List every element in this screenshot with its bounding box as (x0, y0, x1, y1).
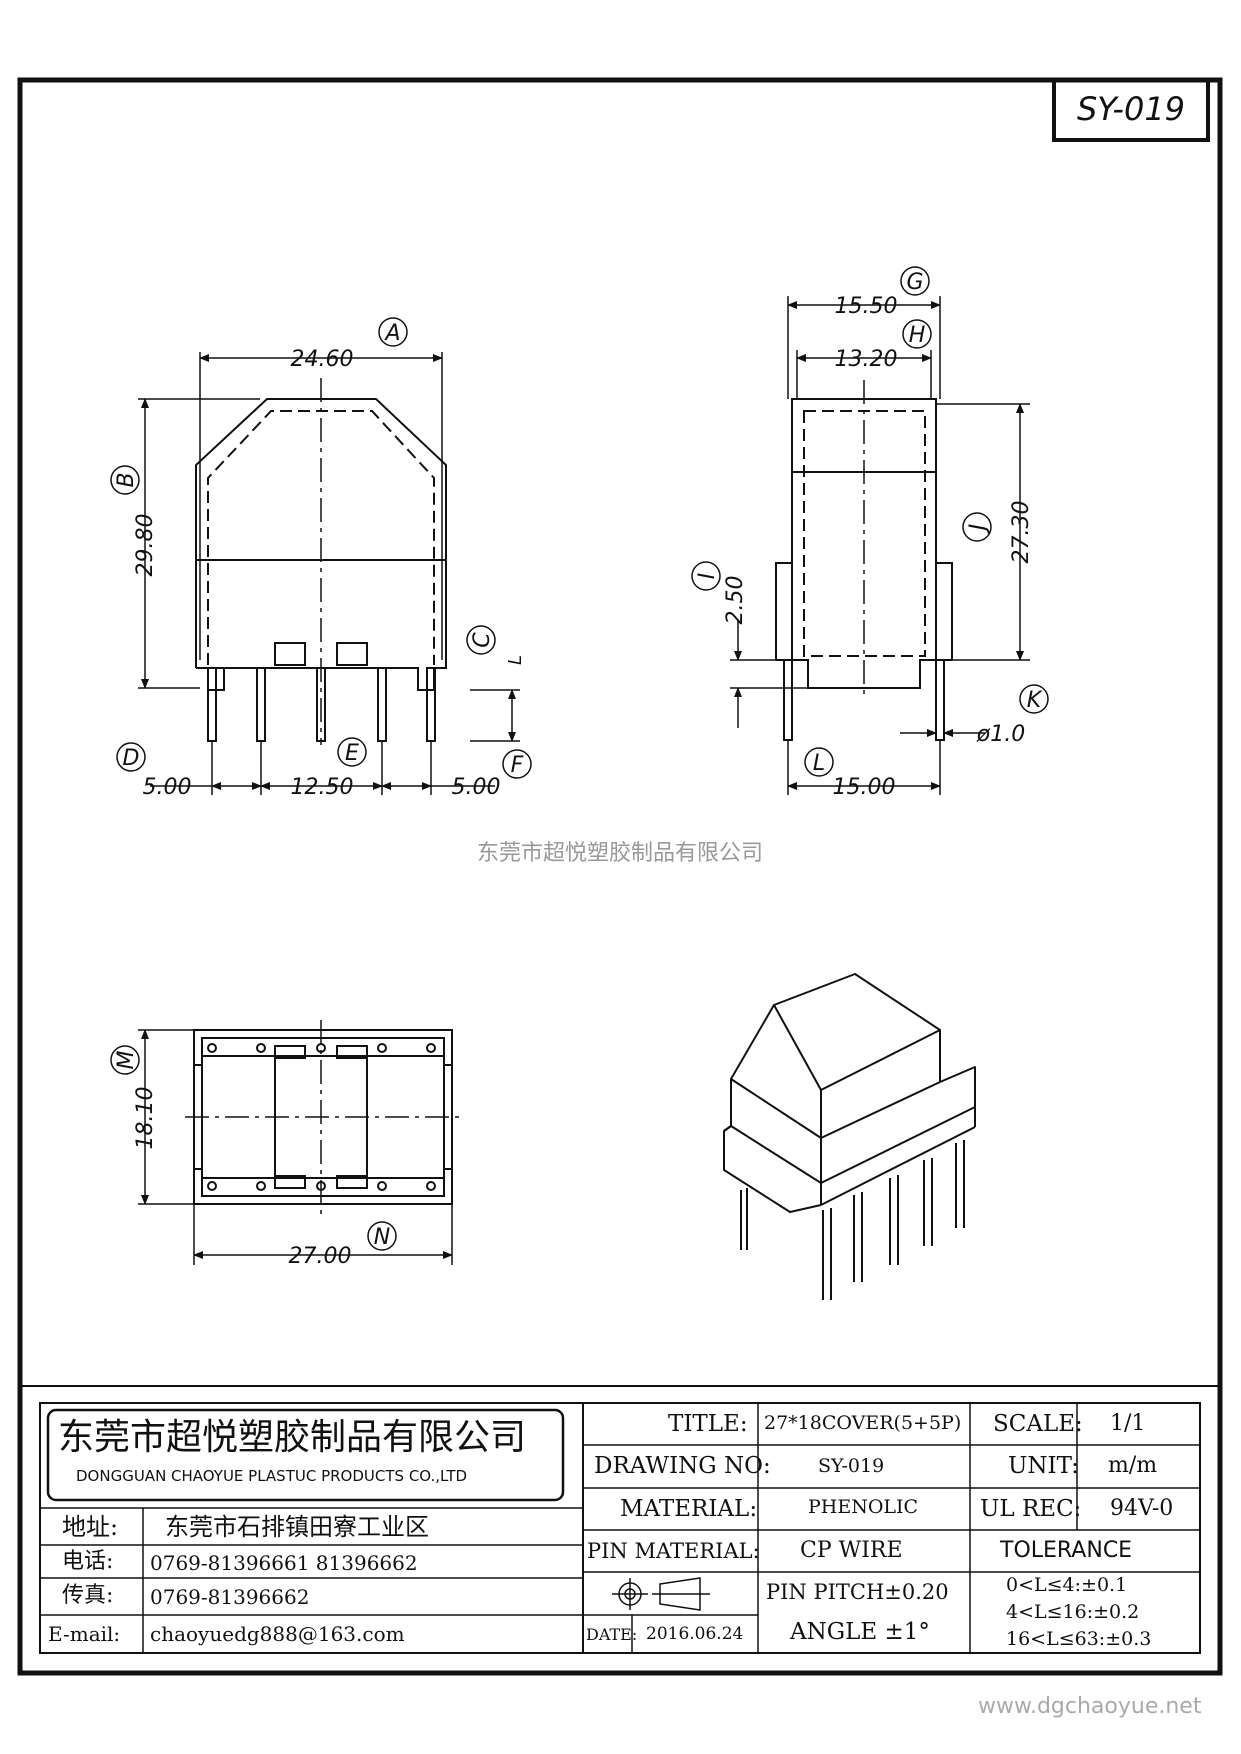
date-value: 2016.06.24 (646, 1624, 744, 1644)
top-view-dimensions (138, 1029, 453, 1265)
top-view-labels: M 18.10 N 27.00 (110, 1045, 397, 1269)
date-label: DATE: (586, 1625, 638, 1644)
svg-text:24.60: 24.60 (291, 347, 354, 372)
svg-text:13.20: 13.20 (835, 347, 898, 372)
svg-text:D: D (123, 746, 140, 771)
company-name-cn: 东莞市超悦塑胶制品有限公司 (58, 1417, 527, 1458)
front-view-labels: 24.60 A 29.80 B C L D 5.00 E 12.50 F 5.0… (110, 317, 532, 800)
svg-text:J: J (966, 524, 991, 535)
watermark: 东莞市超悦塑胶制品有限公司 (477, 841, 763, 866)
drawing-code-box: SY-019 (1052, 78, 1210, 142)
address-label: 地址: (62, 1513, 119, 1541)
unit-label: UNIT: (1008, 1453, 1079, 1479)
pin-material-label: PIN MATERIAL: (587, 1539, 760, 1563)
svg-text:L: L (813, 751, 825, 776)
svg-text:L: L (505, 655, 526, 665)
website-url[interactable]: www.dgchaoyue.net (978, 1694, 1202, 1719)
svg-text:F: F (511, 753, 524, 778)
ul-rec-value: 94V-0 (1110, 1496, 1174, 1521)
svg-text:K: K (1027, 688, 1043, 713)
tolerance-line-1: 0<L≤4:±0.1 (1006, 1574, 1128, 1596)
svg-text:N: N (374, 1225, 390, 1250)
svg-text:2.50: 2.50 (723, 576, 748, 625)
drawing-code: SY-019 (1077, 90, 1185, 128)
fax-label: 传真: (62, 1583, 114, 1608)
scale-value: 1/1 (1110, 1411, 1146, 1436)
front-view (195, 378, 447, 745)
scale-label: SCALE: (993, 1411, 1083, 1437)
pin-material-value: CP WIRE (800, 1538, 903, 1563)
svg-text:G: G (906, 270, 923, 295)
title-value: 27*18COVER(5+5P) (764, 1412, 962, 1434)
fax-value: 0769-81396662 (150, 1585, 310, 1609)
svg-text:15.00: 15.00 (833, 775, 896, 800)
title-block-grid (20, 1385, 1220, 1654)
svg-text:I: I (695, 573, 720, 580)
svg-text:29.80: 29.80 (133, 514, 158, 577)
svg-text:5.00: 5.00 (452, 775, 501, 800)
svg-text:A: A (383, 321, 400, 346)
unit-value: m/m (1108, 1453, 1158, 1478)
svg-text:15.50: 15.50 (835, 294, 898, 319)
svg-text:M: M (114, 1050, 139, 1069)
material-label: MATERIAL: (620, 1496, 758, 1522)
pin-pitch: PIN PITCH±0.20 (766, 1580, 949, 1604)
svg-text:C: C (470, 632, 495, 648)
svg-text:12.50: 12.50 (291, 775, 354, 800)
front-view-dimensions (138, 352, 520, 795)
email-label: E-mail: (48, 1622, 121, 1646)
svg-text:H: H (909, 323, 926, 348)
sheet-border (17, 77, 1223, 1676)
ul-rec-label: UL REC: (980, 1496, 1082, 1522)
tolerance-line-3: 16<L≤63:±0.3 (1006, 1628, 1152, 1650)
top-view (185, 1020, 460, 1215)
side-view-labels: G 15.50 H 13.20 I 2.50 J 27.30 K ø1.0 L … (691, 266, 1049, 800)
projection-symbol-icon (612, 1577, 710, 1611)
title-label: TITLE: (668, 1411, 748, 1437)
phone-value: 0769-81396661 81396662 (150, 1551, 418, 1575)
material-value: PHENOLIC (808, 1496, 919, 1518)
angle-tolerance: ANGLE ±1° (790, 1619, 930, 1645)
drawing-no-label: DRAWING NO: (594, 1453, 771, 1479)
svg-text:5.00: 5.00 (143, 775, 192, 800)
side-view (775, 380, 953, 741)
company-name-en: DONGGUAN CHAOYUE PLASTUC PRODUCTS CO.,LT… (76, 1467, 468, 1485)
tolerance-line-2: 4<L≤16:±0.2 (1006, 1601, 1140, 1623)
svg-text:B: B (114, 472, 139, 487)
phone-label: 电话: (62, 1549, 114, 1574)
svg-text:27.30: 27.30 (1009, 501, 1034, 564)
svg-text:E: E (345, 741, 359, 766)
svg-text:ø1.0: ø1.0 (976, 722, 1025, 747)
email-value: chaoyuedg888@163.com (150, 1622, 405, 1646)
svg-text:27.00: 27.00 (289, 1244, 352, 1269)
address-value: 东莞市石排镇田寮工业区 (165, 1513, 429, 1541)
isometric-view (723, 973, 976, 1300)
svg-text:18.10: 18.10 (133, 1087, 158, 1150)
tolerance-label: TOLERANCE (1000, 1538, 1133, 1563)
drawing-no-value: SY-019 (818, 1455, 885, 1477)
side-view-dimensions (730, 296, 1030, 795)
